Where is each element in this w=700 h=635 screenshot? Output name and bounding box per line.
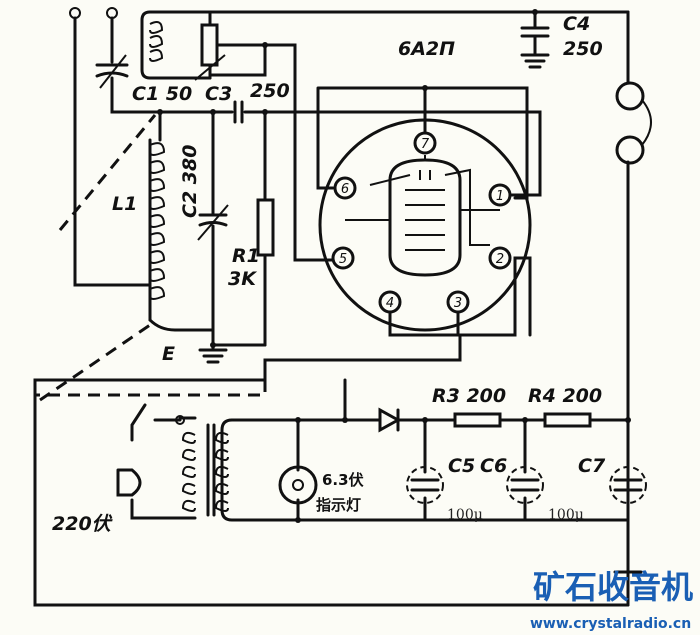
lamp-name: 指示灯 <box>316 496 361 514</box>
pin-label: 2 <box>496 252 504 267</box>
e-label: E <box>162 343 175 365</box>
antenna-terminals <box>69 7 152 287</box>
c4-label: C4 <box>563 13 590 35</box>
power-supply <box>116 378 647 574</box>
pin-label: 1 <box>496 189 504 204</box>
tube-label: 6А2П <box>398 38 455 60</box>
pin-label: 4 <box>386 296 394 311</box>
r1-value: 3K <box>228 268 257 290</box>
watermark-title: 矿石收音机 <box>533 568 693 606</box>
pin-label: 5 <box>339 252 347 267</box>
headphones <box>615 10 652 607</box>
c1-label: C1 50 <box>132 83 192 105</box>
pin-label: 3 <box>454 296 462 311</box>
coil-l1 <box>148 109 267 364</box>
lamp-voltage: 6.3伏 <box>322 471 364 489</box>
r3-label: R3 200 <box>432 385 506 407</box>
c7-label: C7 <box>578 455 606 477</box>
pin-label: 7 <box>421 137 430 152</box>
r4-label: R4 200 <box>528 385 602 407</box>
chassis-dashed-outline <box>33 114 628 607</box>
c3-label: C3 <box>205 83 232 105</box>
tube-pins: 7 6 1 5 2 4 3 <box>331 131 512 314</box>
capacitor-c4 <box>520 9 550 69</box>
mains-label: 220伏 <box>52 513 114 535</box>
c5-label: C5 <box>448 455 475 477</box>
c5-value: 100μ <box>447 507 483 523</box>
variable-capacitor-c1 <box>95 54 162 114</box>
c4-value: 250 <box>563 38 603 60</box>
r1-label: R1 <box>232 245 260 267</box>
grid-circuit <box>158 100 542 352</box>
c6-label: C6 <box>480 455 507 477</box>
watermark-url: www.crystalradio.cn <box>530 616 691 632</box>
l1-label: L1 <box>112 193 137 215</box>
feedback-coil <box>140 10 630 262</box>
c2-label: C2 380 <box>179 145 201 218</box>
c6-value: 100μ <box>548 507 584 523</box>
pin-label: 6 <box>341 182 349 197</box>
c3-value: 250 <box>250 80 290 102</box>
